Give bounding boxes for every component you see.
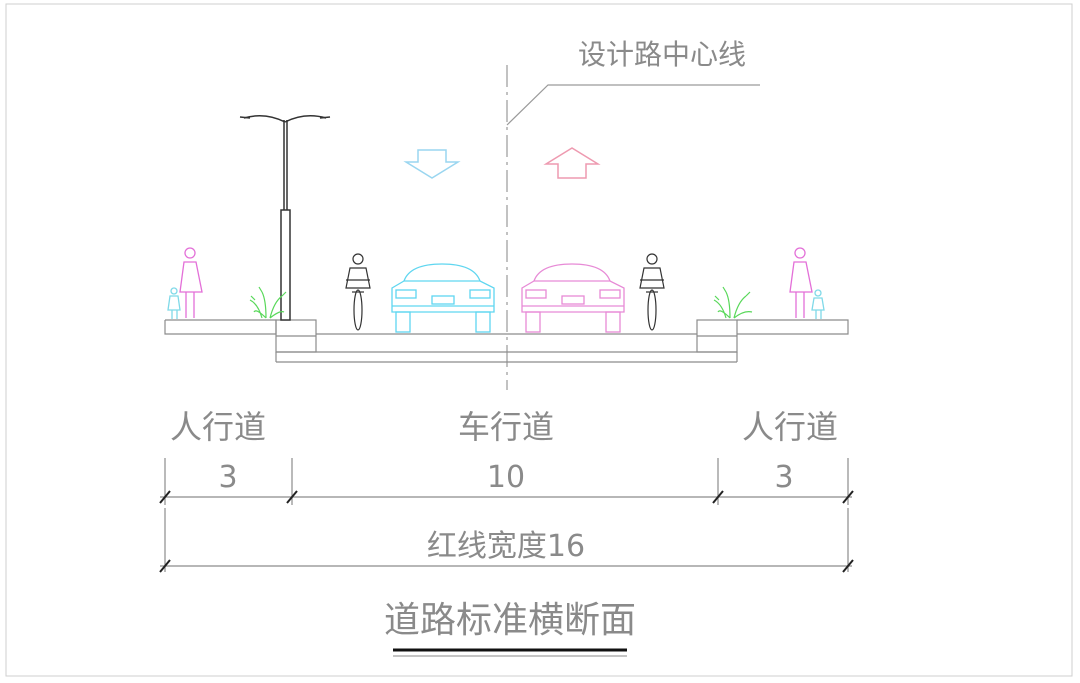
pedestrian-left bbox=[167, 247, 203, 319]
cyclist-left bbox=[345, 253, 371, 331]
dimension-left-sidewalk: 3 bbox=[218, 460, 237, 495]
down-direction-arrow bbox=[403, 149, 461, 179]
drawing-title: 道路标准横断面 bbox=[384, 600, 636, 641]
street-lamp bbox=[239, 115, 331, 321]
dimension-line-total bbox=[159, 508, 854, 573]
shrub-right bbox=[713, 286, 753, 319]
dimension-line-sections bbox=[159, 458, 854, 505]
dimension-right-sidewalk: 3 bbox=[774, 460, 793, 495]
cyclist-right bbox=[639, 253, 665, 331]
up-direction-arrow bbox=[543, 147, 601, 179]
road-profile bbox=[164, 319, 849, 363]
section-label-left-sidewalk: 人行道 bbox=[170, 408, 266, 446]
centerline-leader bbox=[506, 84, 760, 126]
section-label-carriageway: 车行道 bbox=[458, 408, 554, 446]
car-right bbox=[521, 263, 625, 333]
centerline-label: 设计路中心线 bbox=[578, 38, 746, 71]
sheet-border bbox=[5, 3, 1073, 677]
total-width-label: 红线宽度16 bbox=[427, 529, 585, 564]
section-label-right-sidewalk: 人行道 bbox=[742, 408, 838, 446]
shrub-left bbox=[249, 286, 287, 319]
dimension-carriageway: 10 bbox=[487, 460, 525, 495]
pedestrian-right bbox=[789, 247, 825, 319]
car-left bbox=[391, 263, 495, 333]
